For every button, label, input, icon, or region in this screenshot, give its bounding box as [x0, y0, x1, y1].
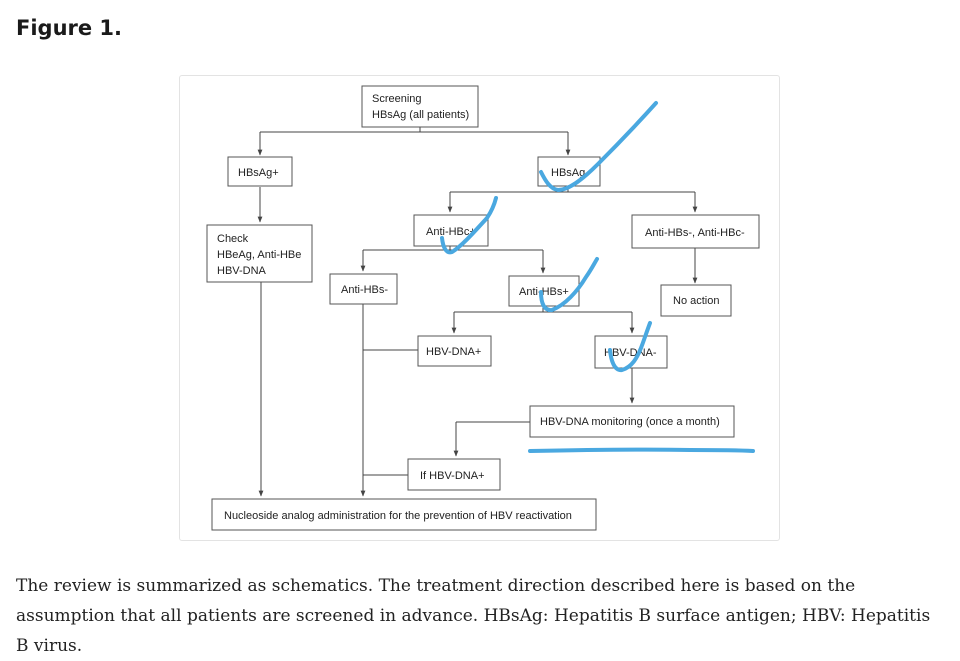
node-monitoring-label: HBV-DNA monitoring (once a month) — [540, 416, 720, 428]
hbv-screening-flowchart: Screening HBsAg (all patients) HBsAg+ HB… — [206, 85, 760, 531]
node-anti-hbc-positive-label: Anti-HBc+ — [426, 226, 476, 238]
node-hbv-dna-positive: HBV-DNA+ — [417, 335, 492, 367]
node-hbsag-positive: HBsAg+ — [227, 156, 293, 187]
node-hbsag-positive-label: HBsAg+ — [238, 167, 279, 179]
node-check-line2: HBeAg, Anti-HBe — [217, 249, 301, 261]
node-anti-hbs-neg-anti-hbc-neg-label: Anti-HBs-, Anti-HBc- — [645, 227, 745, 239]
node-check: Check HBeAg, Anti-HBe HBV-DNA — [206, 224, 313, 283]
checkmark-hbv-dna — [608, 321, 652, 372]
node-screening: Screening HBsAg (all patients) — [361, 85, 479, 128]
checkmark-anti-hbs — [539, 257, 599, 313]
node-hbsag-negative-label: HBsAg- — [551, 167, 589, 179]
node-hbv-dna-negative-label: HBV-DNA- — [604, 347, 657, 359]
connector-lines — [257, 127, 698, 497]
node-check-line3: HBV-DNA — [217, 265, 267, 277]
checkmark-hbsag-negative — [539, 101, 658, 192]
handwritten-annotations — [440, 101, 755, 453]
figure-heading: Figure 1. — [16, 16, 123, 40]
node-nucleoside-analog: Nucleoside analog administration for the… — [211, 498, 597, 531]
node-anti-hbs-negative-label: Anti-HBs- — [341, 284, 388, 296]
node-screening-line2: HBsAg (all patients) — [372, 109, 469, 121]
node-screening-line1: Screening — [372, 93, 422, 105]
node-nucleoside-analog-label: Nucleoside analog administration for the… — [224, 510, 572, 522]
node-hbv-dna-positive-label: HBV-DNA+ — [426, 346, 481, 358]
node-if-hbv-dna-positive-label: If HBV-DNA+ — [420, 470, 485, 482]
node-anti-hbs-negative: Anti-HBs- — [329, 273, 398, 305]
node-check-line1: Check — [217, 233, 249, 245]
figure-caption: The review is summarized as schematics. … — [16, 576, 931, 656]
underline-monitoring — [528, 447, 755, 453]
node-no-action-label: No action — [673, 295, 719, 307]
node-no-action: No action — [660, 284, 732, 317]
node-monitoring: HBV-DNA monitoring (once a month) — [529, 405, 735, 438]
node-if-hbv-dna-positive: If HBV-DNA+ — [407, 458, 501, 491]
checkmark-anti-hbc — [440, 196, 498, 255]
node-anti-hbs-positive-label: Anti-HBs+ — [519, 286, 569, 298]
node-anti-hbs-neg-anti-hbc-neg: Anti-HBs-, Anti-HBc- — [631, 214, 760, 249]
